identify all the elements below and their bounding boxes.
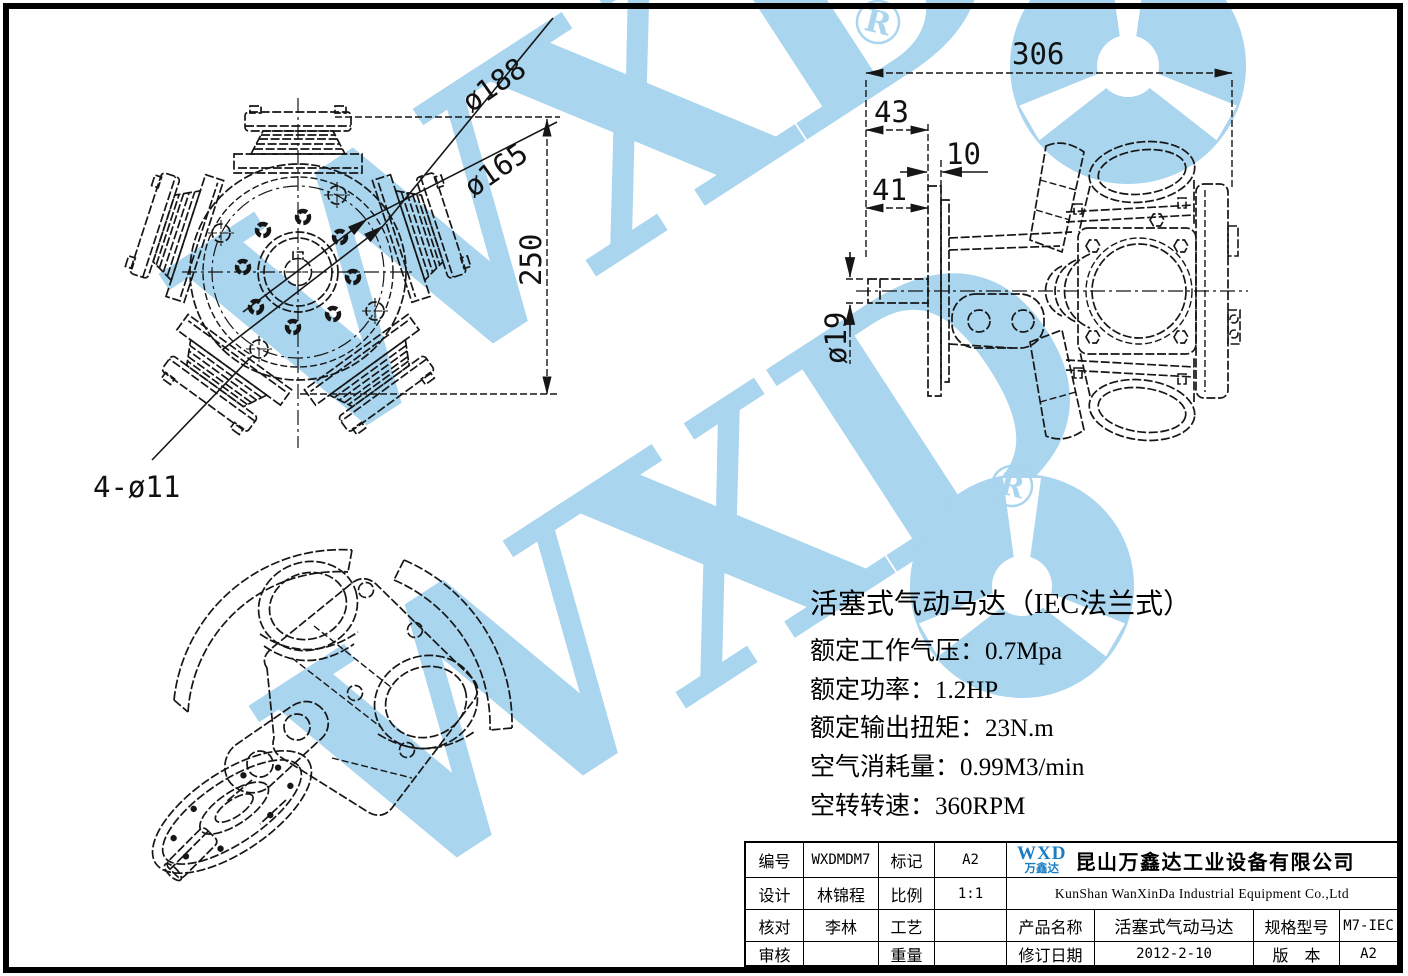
spec-line: 空转转速：360RPM xyxy=(810,792,1026,820)
registered-mark-icon: R xyxy=(855,0,901,45)
front-view xyxy=(119,98,477,448)
side-bracket xyxy=(951,293,1045,349)
side-dimensions: 306 43 10 41 ø19 xyxy=(819,37,1233,364)
company-logo: WXD 万鑫达 xyxy=(1017,844,1066,876)
spec-block: 活塞式气动马达（IEC法兰式） 额定工作气压：0.7Mpa 额定功率：1.2HP… xyxy=(810,586,1240,823)
version-value: A2 xyxy=(1360,946,1377,962)
front-dimensions: ø188 ø165 250 4-ø11 xyxy=(93,17,560,504)
spec-title: 活塞式气动马达（IEC法兰式） xyxy=(810,589,1192,620)
weight-value xyxy=(935,942,1007,966)
process-value xyxy=(935,910,1007,941)
logo-wxd-text: WXD xyxy=(1017,843,1067,865)
serial-label: 编号 xyxy=(746,843,804,877)
dim-front-section: 43 xyxy=(874,95,909,129)
dim-flange-thickness: 10 xyxy=(946,137,981,171)
check-value: 李林 xyxy=(804,910,879,941)
iso-flange xyxy=(151,749,313,875)
weight-label: 重量 xyxy=(879,942,935,966)
watermark-emblem-icon xyxy=(910,474,1134,698)
check-label: 核对 xyxy=(746,910,804,941)
spec-line: 额定输出扭矩：23N.m xyxy=(810,715,1054,743)
isometric-view xyxy=(151,548,513,882)
spec-line: 额定功率：1.2HP xyxy=(810,676,999,704)
spec-line: 空气消耗量：0.99M3/min xyxy=(810,754,1085,782)
audit-value xyxy=(804,942,879,966)
spec-line: 额定工作气压：0.7Mpa xyxy=(810,638,1063,666)
serial-value: WXDMDM7 xyxy=(804,843,879,877)
company-name-cn: 昆山万鑫达工业设备有限公司 xyxy=(1075,851,1355,874)
model-value: M7-IEC xyxy=(1343,917,1394,934)
company-name-en: KunShan WanXinDa Industrial Equipment Co… xyxy=(1054,885,1350,901)
dim-overall-height: 250 xyxy=(514,234,548,286)
model-label: 规格型号 xyxy=(1254,910,1340,941)
dim-shaft-length: 41 xyxy=(872,173,907,207)
title-block: 编号 WXDMDM7 标记 A2 WXD 万鑫达 昆山万鑫达工业设备有限公司 设… xyxy=(744,841,1399,967)
design-value: 林锦程 xyxy=(804,878,879,909)
dim-shaft-diameter: ø19 xyxy=(819,312,853,364)
front-outer-circle xyxy=(189,163,407,381)
company-header: WXD 万鑫达 昆山万鑫达工业设备有限公司 xyxy=(1007,843,1397,877)
mark-label: 标记 xyxy=(879,843,935,877)
product-value: 活塞式气动马达 xyxy=(1095,910,1254,941)
version-label: 版 本 xyxy=(1254,942,1340,966)
audit-label: 审核 xyxy=(746,942,804,966)
scale-label: 比例 xyxy=(879,878,935,909)
date-label: 修订日期 xyxy=(1007,942,1095,966)
date-value: 2012-2-10 xyxy=(1095,942,1254,966)
logo-sub-text: 万鑫达 xyxy=(1024,863,1059,876)
front-bolt-ring xyxy=(234,208,362,336)
side-flange xyxy=(927,185,942,397)
product-label: 产品名称 xyxy=(1007,910,1095,941)
mark-value: A2 xyxy=(935,843,1007,877)
dim-flange-od: ø188 xyxy=(456,51,533,119)
front-mount-holes xyxy=(208,182,388,362)
side-view xyxy=(856,140,1248,442)
watermark-emblem-icon xyxy=(1010,0,1246,184)
dim-bolt-circle: ø165 xyxy=(458,136,535,204)
dim-overall-length: 306 xyxy=(1012,37,1064,71)
design-label: 设计 xyxy=(746,878,804,909)
process-label: 工艺 xyxy=(879,910,935,941)
scale-value: 1:1 xyxy=(935,878,1007,909)
side-end-housing xyxy=(1195,183,1229,399)
dim-mount-holes: 4-ø11 xyxy=(93,470,180,504)
